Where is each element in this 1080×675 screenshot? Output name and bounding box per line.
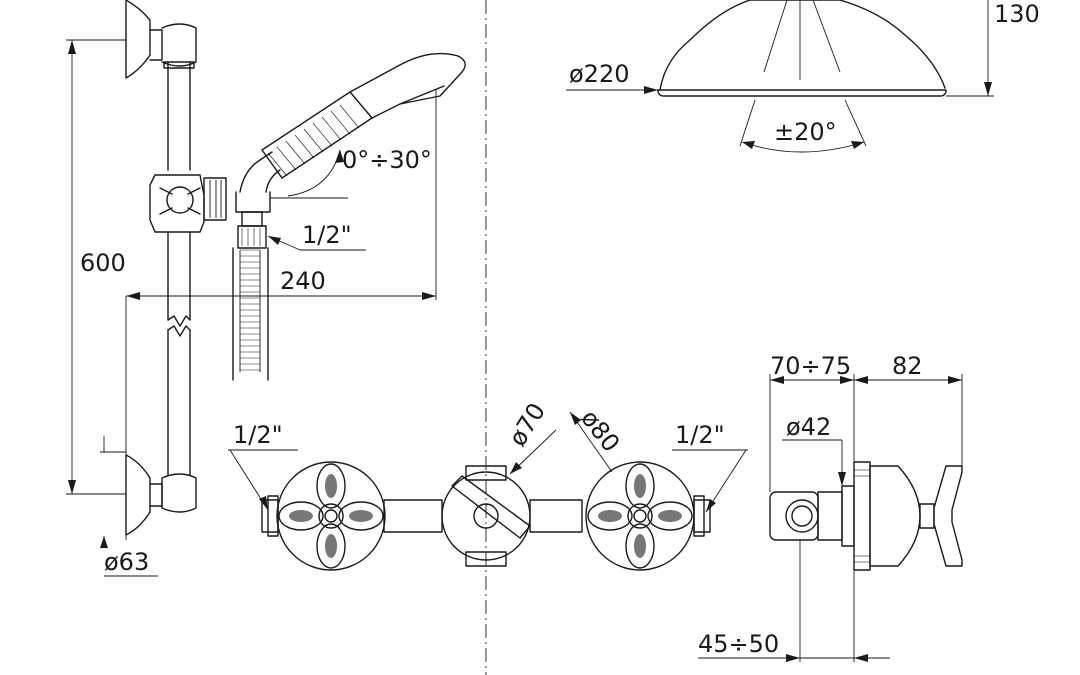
- handshower-reach-label: 240: [280, 267, 326, 295]
- handle-diameter-label: ø80: [575, 404, 625, 457]
- right-handle-petals: [587, 463, 693, 569]
- side-handle-projection-label: 82: [892, 352, 923, 380]
- mixer-right-outlet-label: 1/2": [675, 421, 725, 449]
- diverter-diameter-label: ø70: [503, 398, 551, 451]
- mixer-front-view: [228, 411, 748, 571]
- head-swivel-label: ±20°: [774, 118, 837, 146]
- side-recess-depth-label: 70÷75: [770, 352, 851, 380]
- head-diameter-label: ø220: [569, 60, 630, 88]
- slide-rail-view: [125, 0, 227, 536]
- slide-rail-dimensions: [66, 39, 437, 577]
- side-body-diameter-label: ø42: [786, 413, 831, 441]
- mixer-side-view: [698, 374, 963, 662]
- shower-head-view: [566, 0, 994, 153]
- handshower-tilt-label: 0°÷30°: [342, 146, 432, 174]
- left-handle-petals: [278, 463, 384, 569]
- mixer-left-inlet-label: 1/2": [233, 421, 283, 449]
- side-wall-offset-label: 45÷50: [698, 630, 779, 658]
- head-height-label: 130: [994, 0, 1040, 28]
- slide-rail-height-label: 600: [80, 249, 126, 277]
- hose-thread-label: 1/2": [302, 221, 352, 249]
- wall-bracket-diameter-label: ø63: [104, 548, 149, 576]
- hand-shower-view: [232, 52, 466, 381]
